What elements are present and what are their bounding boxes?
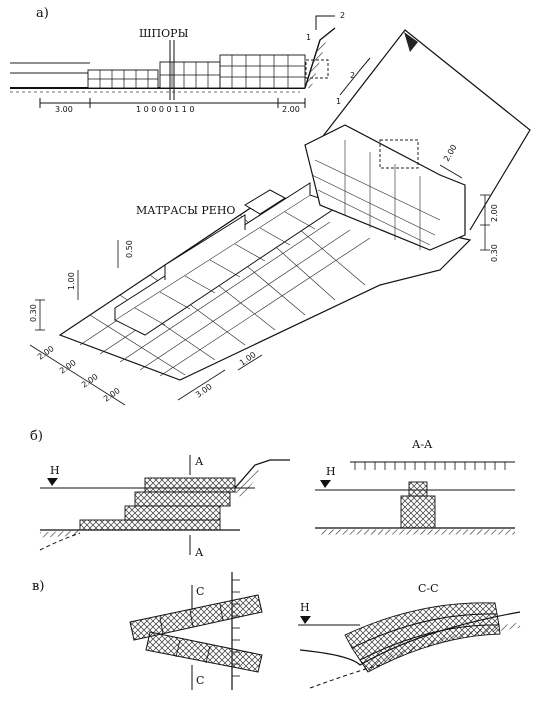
dim-top-middle: 1 0 0 0 0 1 1 0	[136, 105, 195, 114]
panel-c: в) С С	[32, 572, 521, 690]
dim-iso-2-00-a: 2.00	[442, 143, 459, 163]
section-cc-label: С-С	[418, 582, 439, 595]
dim-iso-0-30: 0.30	[29, 304, 38, 322]
section-aa-label: А-А	[412, 438, 433, 451]
water-level-b1: H	[50, 464, 60, 477]
water-level-c: H	[300, 601, 310, 614]
dim-top-right: 2.00	[282, 105, 300, 114]
mark-a-bottom: А	[195, 546, 204, 559]
section-mark-2-mid: 2	[350, 71, 355, 80]
panel-a: а)	[10, 6, 531, 406]
spur-cross-section: H А А	[39, 455, 290, 559]
dim-iso-0-30-right: 0.30	[490, 244, 499, 262]
plan-view: С С	[129, 572, 263, 690]
reno-mattresses-label: МАТРАСЫ РЕНО	[136, 204, 235, 217]
spurs-label: ШПОРЫ	[139, 27, 189, 40]
panel-b: б) H А А А-А	[30, 429, 515, 559]
panel-c-label: в)	[32, 579, 44, 594]
mattress-grid	[79, 199, 371, 377]
isometric-view: 2 1	[29, 29, 531, 406]
dim-iso-2-00-b: 2.00	[490, 204, 499, 222]
mark-c-top: С	[196, 585, 204, 598]
section-aa: А-А H	[315, 438, 515, 535]
section-mark-1-top: 1	[306, 33, 311, 42]
spur-blocks	[87, 54, 306, 89]
section-view: 2 1 ШПОРЫ 3.00 1 0 0 0 0 1 1 0 2.00	[10, 11, 345, 114]
dim-iso-1-00: 1.00	[67, 272, 76, 290]
dim-iso-3-00: 3.00	[194, 382, 214, 400]
section-mark-2-top: 2	[340, 11, 345, 20]
iso-dims	[29, 164, 490, 406]
dim-top-left: 3.00	[55, 105, 73, 114]
dim-iso-1-00-b: 1.00	[238, 350, 258, 368]
water-level-b2: H	[326, 465, 336, 478]
section-cc: С-С H	[298, 582, 521, 689]
mark-a-top: А	[195, 455, 204, 468]
dim-iso-0-50: 0.50	[125, 240, 134, 258]
panel-b-label: б)	[30, 429, 43, 444]
section-mark-1-mid: 1	[336, 97, 341, 106]
panel-a-label: а)	[36, 6, 49, 21]
mark-c-bottom: С	[196, 674, 204, 687]
